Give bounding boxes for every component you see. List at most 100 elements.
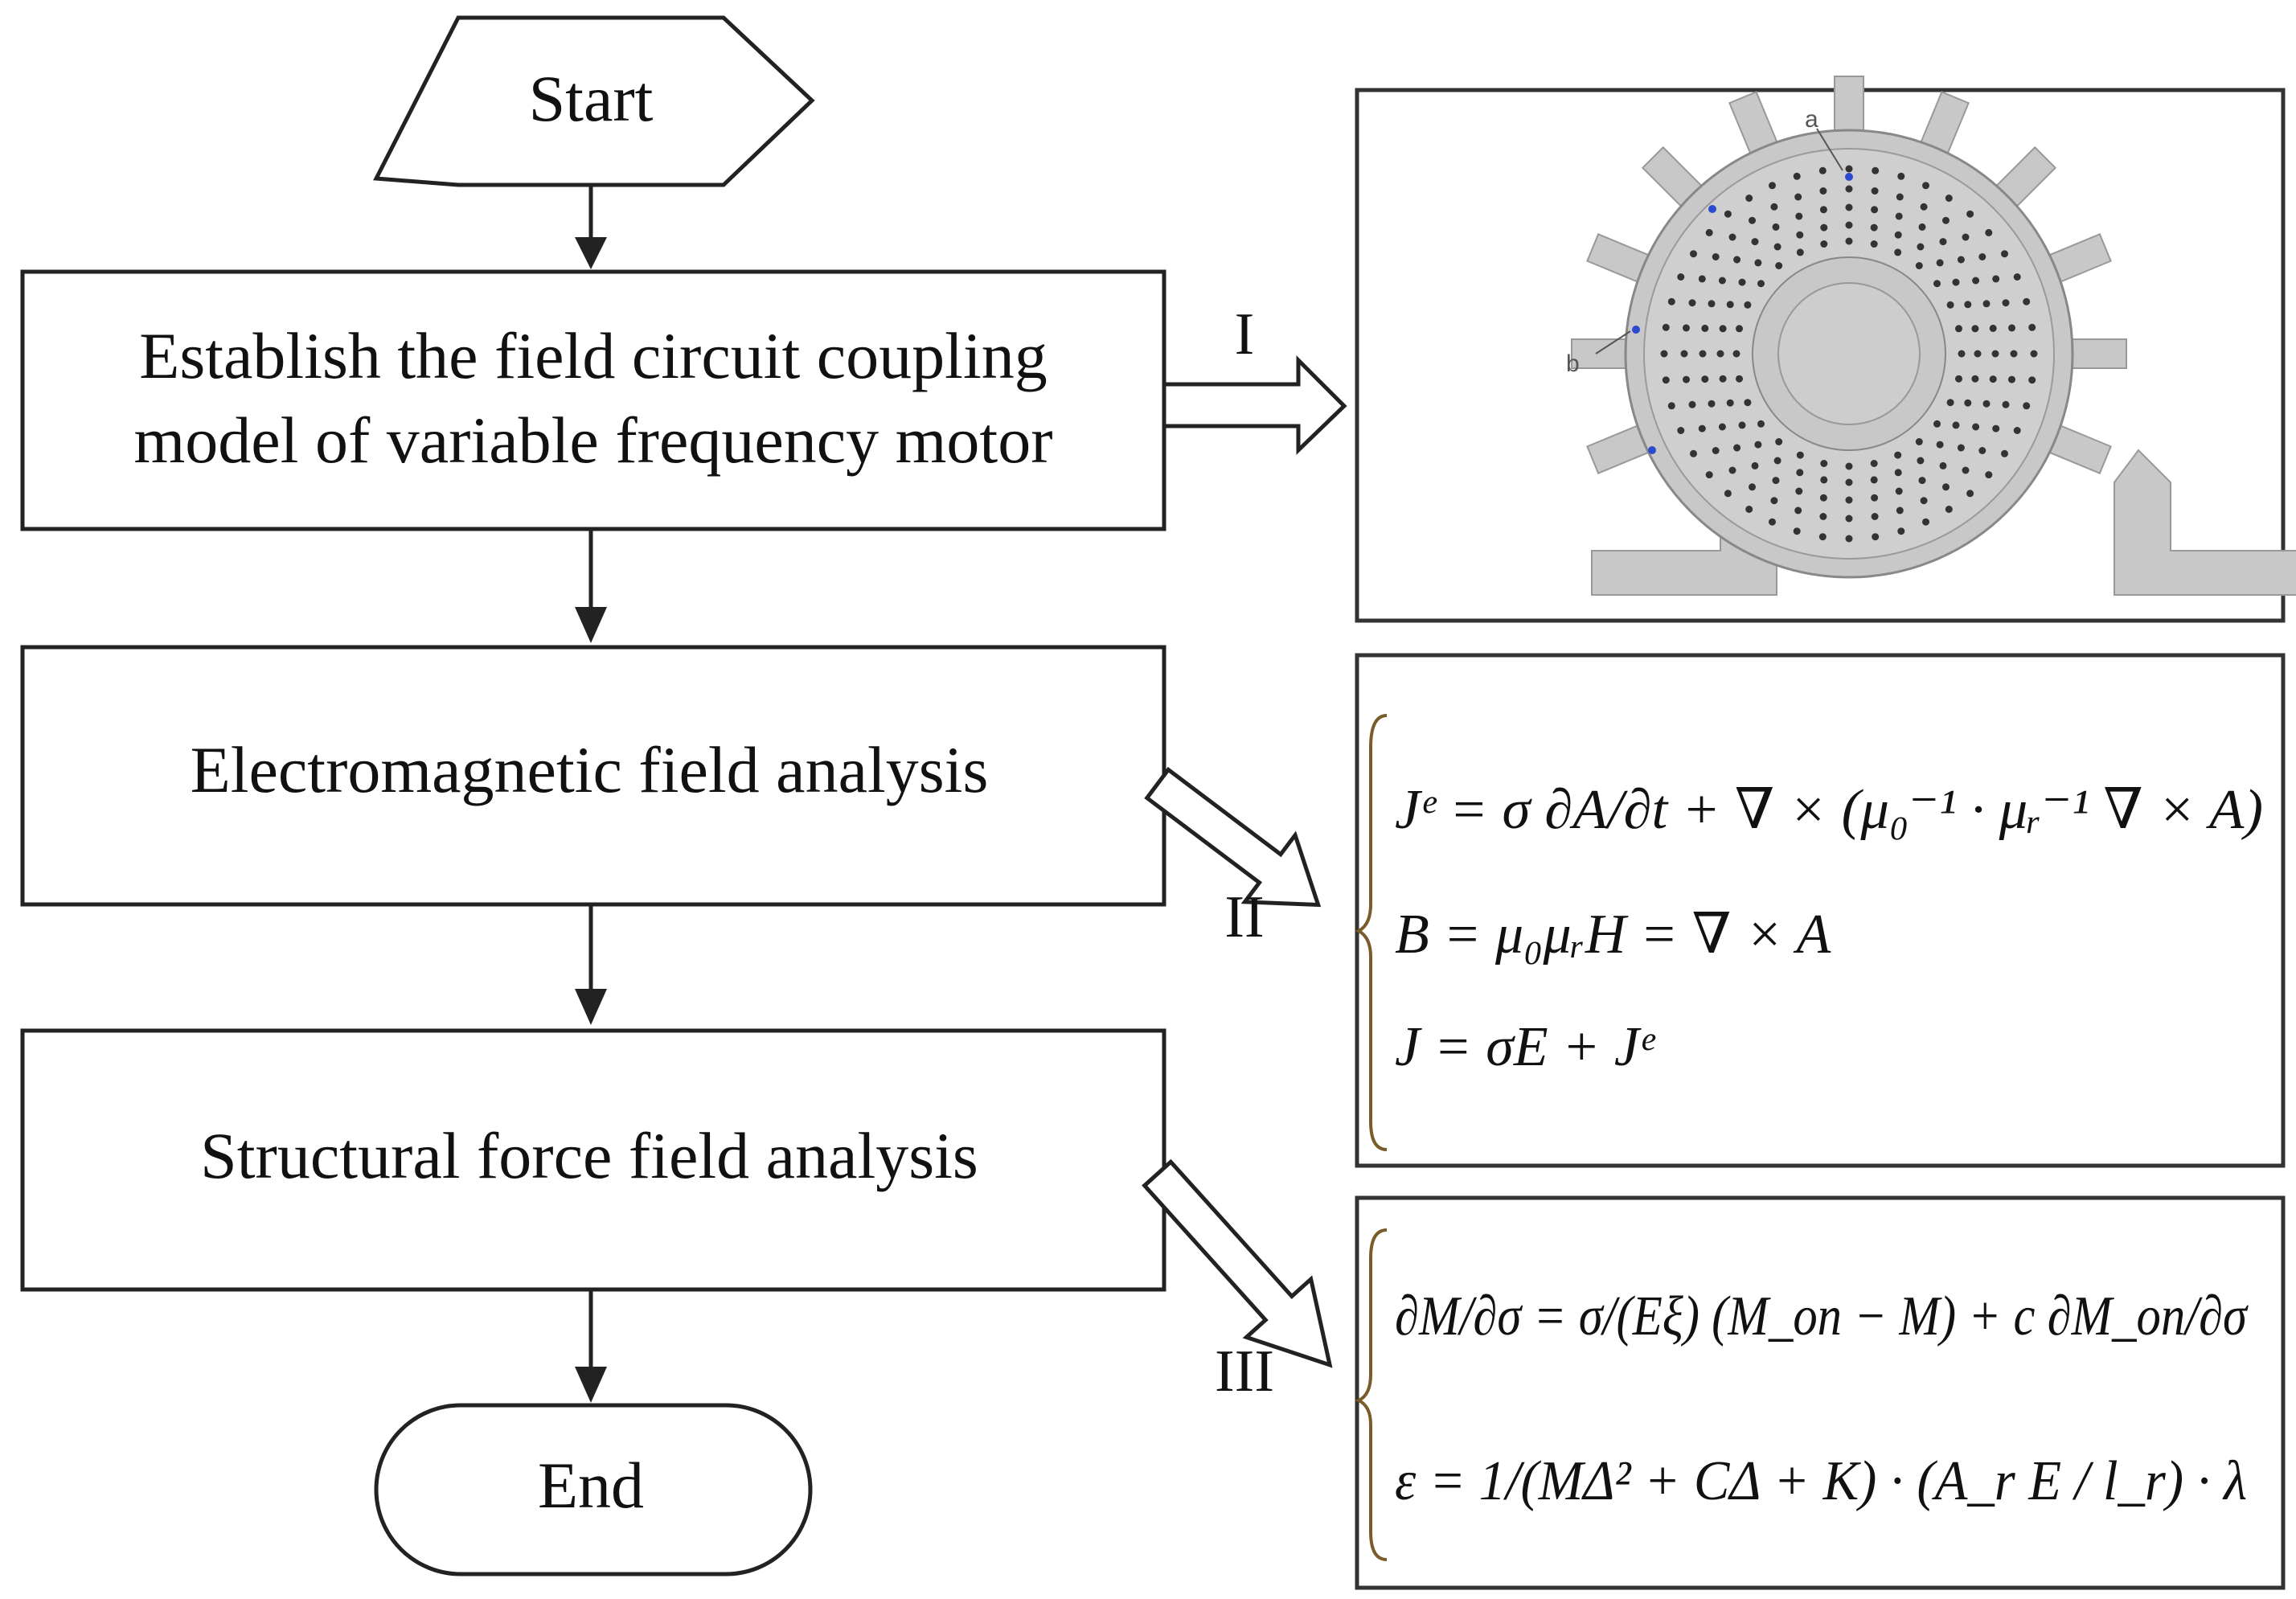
step1-box: Establish the field circuit coupling mod… xyxy=(20,269,1166,531)
winding-dot xyxy=(1845,478,1853,486)
winding-dot xyxy=(1985,471,1993,479)
panel-em-equations: Jᵉ = σ ∂A/∂t + ∇ × (μ₀⁻¹ · μᵣ⁻¹ ∇ × A) B… xyxy=(1355,653,2286,1168)
winding-dot xyxy=(2008,375,2015,383)
step3-box: Structural force field analysis xyxy=(20,1028,1166,1292)
hollow-arrow-one: I xyxy=(1162,301,1347,455)
winding-dot xyxy=(1794,193,1802,201)
winding-dot xyxy=(1724,490,1732,498)
winding-dot xyxy=(1757,280,1765,288)
winding-dot xyxy=(1680,350,1688,358)
winding-dot xyxy=(1683,324,1690,332)
winding-dot xyxy=(1719,325,1727,333)
winding-dot xyxy=(1701,375,1709,383)
winding-dot xyxy=(2001,250,2008,258)
winding-dot xyxy=(1982,300,1991,308)
winding-dot xyxy=(2002,299,2010,307)
em-equation-2: B = μ₀μᵣH = ∇ × A xyxy=(1395,904,1831,966)
em-brace xyxy=(1355,714,1388,1151)
connector-step1-step2 xyxy=(575,531,607,643)
winding-dot xyxy=(1871,187,1879,195)
winding-dot xyxy=(1894,469,1902,477)
em-equation-3: J = σE + Jᵉ xyxy=(1395,1016,1656,1078)
winding-dot xyxy=(1728,233,1736,241)
winding-dot xyxy=(1754,441,1762,449)
winding-dot xyxy=(1796,469,1804,477)
winding-dot xyxy=(1871,494,1879,502)
winding-dot xyxy=(1897,172,1905,180)
winding-dot xyxy=(1933,280,1941,288)
winding-dot xyxy=(1705,228,1713,236)
winding-dot xyxy=(1769,182,1776,190)
winding-dot xyxy=(1660,350,1668,358)
winding-dot xyxy=(1818,166,1827,174)
connector-step2-step3 xyxy=(575,906,607,1025)
winding-dot xyxy=(1724,210,1732,218)
winding-dot xyxy=(1982,400,1991,408)
winding-dot xyxy=(1989,375,1997,383)
winding-dot xyxy=(1895,212,1903,220)
winding-dot xyxy=(1736,325,1743,333)
winding-dot xyxy=(2010,350,2018,358)
winding-dot xyxy=(1728,466,1736,474)
winding-dot xyxy=(1819,513,1827,520)
winding-dot xyxy=(1895,487,1903,495)
winding-dot xyxy=(1871,513,1879,520)
struct-equation-2: ε = 1/(MΔ² + CΔ + K) · (A_r E / l_r) · λ xyxy=(1395,1450,2247,1512)
winding-dot xyxy=(1870,476,1878,484)
winding-dot xyxy=(1708,400,1716,408)
winding-dot xyxy=(1736,375,1743,383)
winding-dot xyxy=(1918,477,1926,485)
winding-dot xyxy=(1870,460,1878,467)
winding-dot xyxy=(1796,451,1804,459)
winding-dot xyxy=(1939,461,1947,469)
winding-dot xyxy=(1942,483,1950,491)
winding-dot xyxy=(1690,449,1697,457)
rotor-shaft xyxy=(1777,282,1921,425)
winding-dot xyxy=(1871,206,1879,214)
winding-dot xyxy=(1690,250,1697,258)
winding-dot xyxy=(2028,376,2036,384)
end-label: End xyxy=(538,1449,644,1522)
winding-dot xyxy=(1818,533,1827,541)
winding-dot xyxy=(1677,273,1685,281)
winding-dots xyxy=(1660,165,2038,543)
winding-dot xyxy=(1770,203,1778,211)
winding-dot xyxy=(1952,421,1960,429)
winding-dot xyxy=(1957,444,1965,452)
arrow-label-three: III xyxy=(1215,1339,1274,1404)
step1-rect xyxy=(20,269,1166,531)
winding-dot xyxy=(1667,297,1675,305)
winding-dot xyxy=(1939,238,1947,246)
winding-dot xyxy=(1754,259,1762,267)
winding-dot xyxy=(1897,527,1905,535)
struct-brace xyxy=(1355,1228,1388,1561)
winding-dot xyxy=(1894,451,1902,459)
winding-dot xyxy=(1952,278,1960,286)
winding-dot xyxy=(1745,506,1753,513)
winding-dot xyxy=(1845,221,1853,229)
step3-rect xyxy=(20,1028,1166,1292)
winding-dot xyxy=(1732,350,1740,358)
winding-dot xyxy=(1775,438,1783,445)
point-label-b: b xyxy=(1566,351,1580,377)
winding-dot xyxy=(1712,447,1720,454)
end-node: End xyxy=(374,1403,813,1576)
winding-dot xyxy=(1992,275,2000,283)
winding-dot xyxy=(1757,420,1765,428)
winding-dot xyxy=(1894,248,1902,256)
winding-dot xyxy=(1688,400,1696,408)
hollow-arrow-three: III xyxy=(1142,1158,1333,1404)
winding-dot xyxy=(1991,350,1999,358)
winding-dot xyxy=(1992,424,2000,433)
step1-label-line2: model of variable frequency motor xyxy=(134,404,1053,477)
winding-dot xyxy=(1933,420,1941,428)
winding-dot xyxy=(1701,324,1709,332)
winding-dot xyxy=(1770,497,1778,505)
winding-dot xyxy=(1955,325,1962,333)
winding-dot xyxy=(1795,212,1803,220)
winding-dot xyxy=(1942,216,1950,224)
winding-dot xyxy=(1719,375,1727,383)
em-equations-frame xyxy=(1355,653,2286,1168)
winding-dot xyxy=(1872,533,1880,541)
winding-dot xyxy=(1820,476,1828,484)
